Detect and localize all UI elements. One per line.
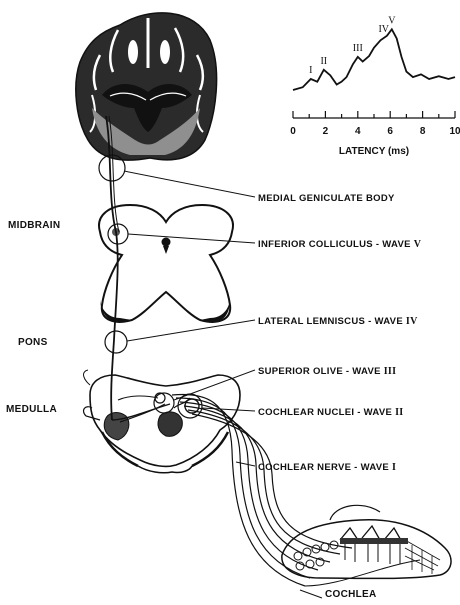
- wave-numeral: III: [384, 366, 397, 377]
- peak-label: I: [309, 65, 312, 76]
- wave-numeral: IV: [406, 316, 418, 327]
- region-label-cochlea: COCHLEA: [325, 589, 377, 600]
- region-label-midbrain: MIDBRAIN: [8, 220, 60, 231]
- waveform-series-line: [293, 29, 455, 90]
- x-axis-label: LATENCY (ms): [339, 146, 409, 157]
- region-label-medulla: MEDULLA: [6, 404, 57, 415]
- x-tick-label: 6: [387, 126, 393, 137]
- brain-coronal-section: [76, 13, 217, 160]
- cochlea-organ: [282, 505, 451, 578]
- x-tick-label: 8: [420, 126, 426, 137]
- x-tick-label: 2: [323, 126, 329, 137]
- label-cochlear-nerve: COCHLEAR NERVE - WAVE I: [258, 462, 396, 473]
- peak-label: V: [388, 15, 396, 26]
- peak-label: III: [353, 43, 363, 54]
- midbrain-section: [99, 205, 233, 323]
- x-axis-ticks: 0 2 4 6 8 10: [290, 111, 460, 137]
- peak-label: II: [320, 56, 327, 67]
- medulla-section: [84, 370, 240, 473]
- label-medial-geniculate-body: MEDIAL GENICULATE BODY: [258, 193, 395, 204]
- x-tick-label: 0: [290, 126, 296, 137]
- label-inferior-colliculus: INFERIOR COLLICULUS - WAVE V: [258, 239, 422, 250]
- medial-geniculate-circle: [99, 155, 125, 181]
- lateral-lemniscus-circle: [105, 331, 127, 353]
- x-tick-label: 10: [449, 126, 460, 137]
- x-tick-label: 4: [355, 126, 361, 137]
- label-lateral-lemniscus: LATERAL LEMNISCUS - WAVE IV: [258, 316, 418, 327]
- label-cochlear-nuclei: COCHLEAR NUCLEI - WAVE II: [258, 407, 404, 418]
- region-label-pons: PONS: [18, 337, 48, 348]
- label-superior-olive: SUPERIOR OLIVE - WAVE III: [258, 366, 396, 377]
- wave-numeral: V: [414, 239, 422, 250]
- wave-numeral: II: [395, 407, 403, 418]
- wave-numeral: I: [392, 462, 396, 473]
